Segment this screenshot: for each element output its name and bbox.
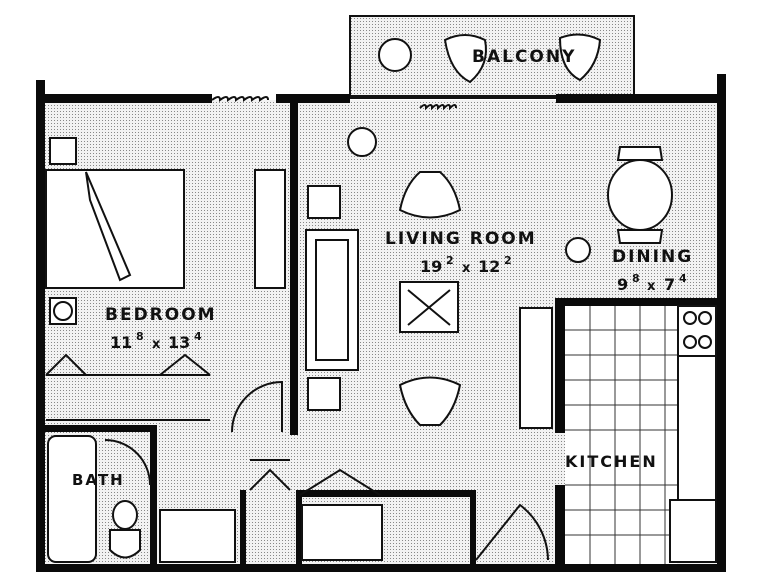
- closet-bedroom: [45, 353, 211, 421]
- living-depth-ft: 12: [478, 257, 500, 276]
- bedroom-x: x: [152, 337, 161, 352]
- living-room-label: LIVING ROOM: [385, 229, 537, 249]
- sofa: [305, 229, 359, 371]
- closet-hall: [301, 504, 383, 561]
- bedroom-door: [231, 380, 283, 433]
- plant-icon-balcony: [378, 38, 412, 72]
- chair-top: [398, 171, 462, 219]
- bedroom-label: BEDROOM: [105, 305, 217, 325]
- kitchen-tiles: [565, 305, 677, 565]
- balcony-chair-left: [443, 34, 487, 84]
- nightstand-lamp-icon: [49, 137, 77, 165]
- coffee-table-x: [407, 289, 451, 326]
- refrigerator: [669, 499, 717, 563]
- walls: [36, 74, 726, 572]
- dining-depth-in: 4: [679, 272, 687, 285]
- bath-door: [104, 439, 151, 486]
- plant-icon-dining: [565, 237, 591, 263]
- bed: [45, 169, 185, 289]
- end-table-bottom: [307, 377, 341, 411]
- dining-table: [607, 159, 673, 231]
- dining-chair-bottom: [616, 229, 664, 244]
- bedroom-depth-in: 4: [194, 330, 202, 343]
- balcony-chair-right: [558, 33, 602, 82]
- kitchen-counter: [677, 355, 717, 501]
- lamp-icon: [53, 301, 73, 321]
- chair-bottom: [398, 376, 462, 426]
- entry-door: [475, 503, 549, 561]
- end-table-top: [307, 185, 341, 219]
- living-depth-in: 2: [504, 254, 512, 267]
- living-width-ft: 19: [420, 257, 442, 276]
- kitchen-floor: [565, 305, 677, 565]
- windows: [211, 96, 556, 111]
- dining-width-ft: 9: [617, 275, 628, 294]
- dining-x: x: [647, 279, 656, 294]
- bedroom-width-in: 8: [136, 330, 144, 343]
- dining-chair-top: [616, 146, 664, 161]
- dining-depth-ft: 7: [664, 275, 675, 294]
- toilet: [109, 529, 141, 559]
- sofa-cushions: [315, 239, 349, 361]
- living-width-in: 2: [446, 254, 454, 267]
- kitchen-label: KITCHEN: [565, 452, 658, 471]
- dining-label: DINING: [612, 247, 693, 267]
- balcony-label: BALCONY: [472, 47, 576, 67]
- living-x: x: [462, 261, 471, 276]
- closet-doors: [249, 459, 381, 496]
- linen-closet: [159, 509, 236, 563]
- kitchen-counter-bar: [519, 307, 553, 429]
- bedroom-depth-ft: 13: [168, 333, 190, 352]
- bed-sheet: [85, 171, 132, 282]
- dresser: [254, 169, 286, 289]
- bathtub: [47, 435, 97, 563]
- plant-icon: [347, 127, 377, 157]
- bedroom-width-ft: 11: [110, 333, 132, 352]
- bath-label: BATH: [72, 471, 125, 489]
- dining-width-in: 8: [632, 272, 640, 285]
